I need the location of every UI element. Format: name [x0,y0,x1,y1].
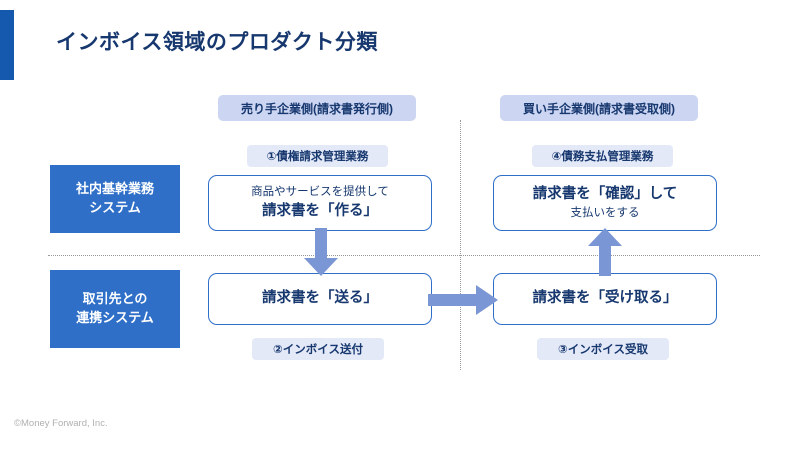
process-box-confirm-invoice: 請求書を「確認」して 支払いをする [493,175,717,231]
arrow-down-icon [304,228,338,276]
box-create-maintext: 請求書を「作る」 [262,202,378,219]
step-pill-4-payable-management: ④債務支払管理業務 [532,145,673,167]
row-label-linkage-system: 取引先との 連携システム [50,270,180,348]
step-pill-3-invoice-receive: ③インボイス受取 [537,338,669,360]
copyright-footer: ©Money Forward, Inc. [14,418,108,429]
title-accent-bar [0,10,14,80]
page-title: インボイス領域のプロダクト分類 [56,31,378,54]
step-pill-1-receivable-management: ①債権請求管理業務 [247,145,388,167]
row-label-core-line2: システム [89,200,141,215]
row-label-core-system: 社内基幹業務 システム [50,165,180,233]
arrow-right-icon [428,285,498,315]
process-box-receive-invoice: 請求書を「受け取る」 [493,273,717,325]
row-label-core-line1: 社内基幹業務 [75,181,154,197]
vertical-dotted-divider [460,120,461,370]
box-send-maintext: 請求書を「送る」 [262,290,378,307]
arrow-up-icon [588,228,622,276]
process-box-create-invoice: 商品やサービスを提供して 請求書を「作る」 [208,175,432,231]
process-box-send-invoice: 請求書を「送る」 [208,273,432,325]
column-header-seller: 売り手企業側(請求書発行側) [218,95,416,121]
row-label-linkage-line1: 取引先との [82,291,148,307]
row-label-linkage-line2: 連携システム [76,310,154,325]
horizontal-dotted-divider [48,255,760,256]
column-header-buyer: 買い手企業側(請求書受取側) [500,95,698,121]
box-receive-maintext: 請求書を「受け取る」 [532,290,678,307]
box-confirm-subtext: 支払いをする [570,207,640,220]
step-pill-2-invoice-send: ②インボイス送付 [252,338,384,360]
box-confirm-maintext: 請求書を「確認」して [532,185,678,202]
box-create-subtext: 商品やサービスを提供して [251,185,389,198]
